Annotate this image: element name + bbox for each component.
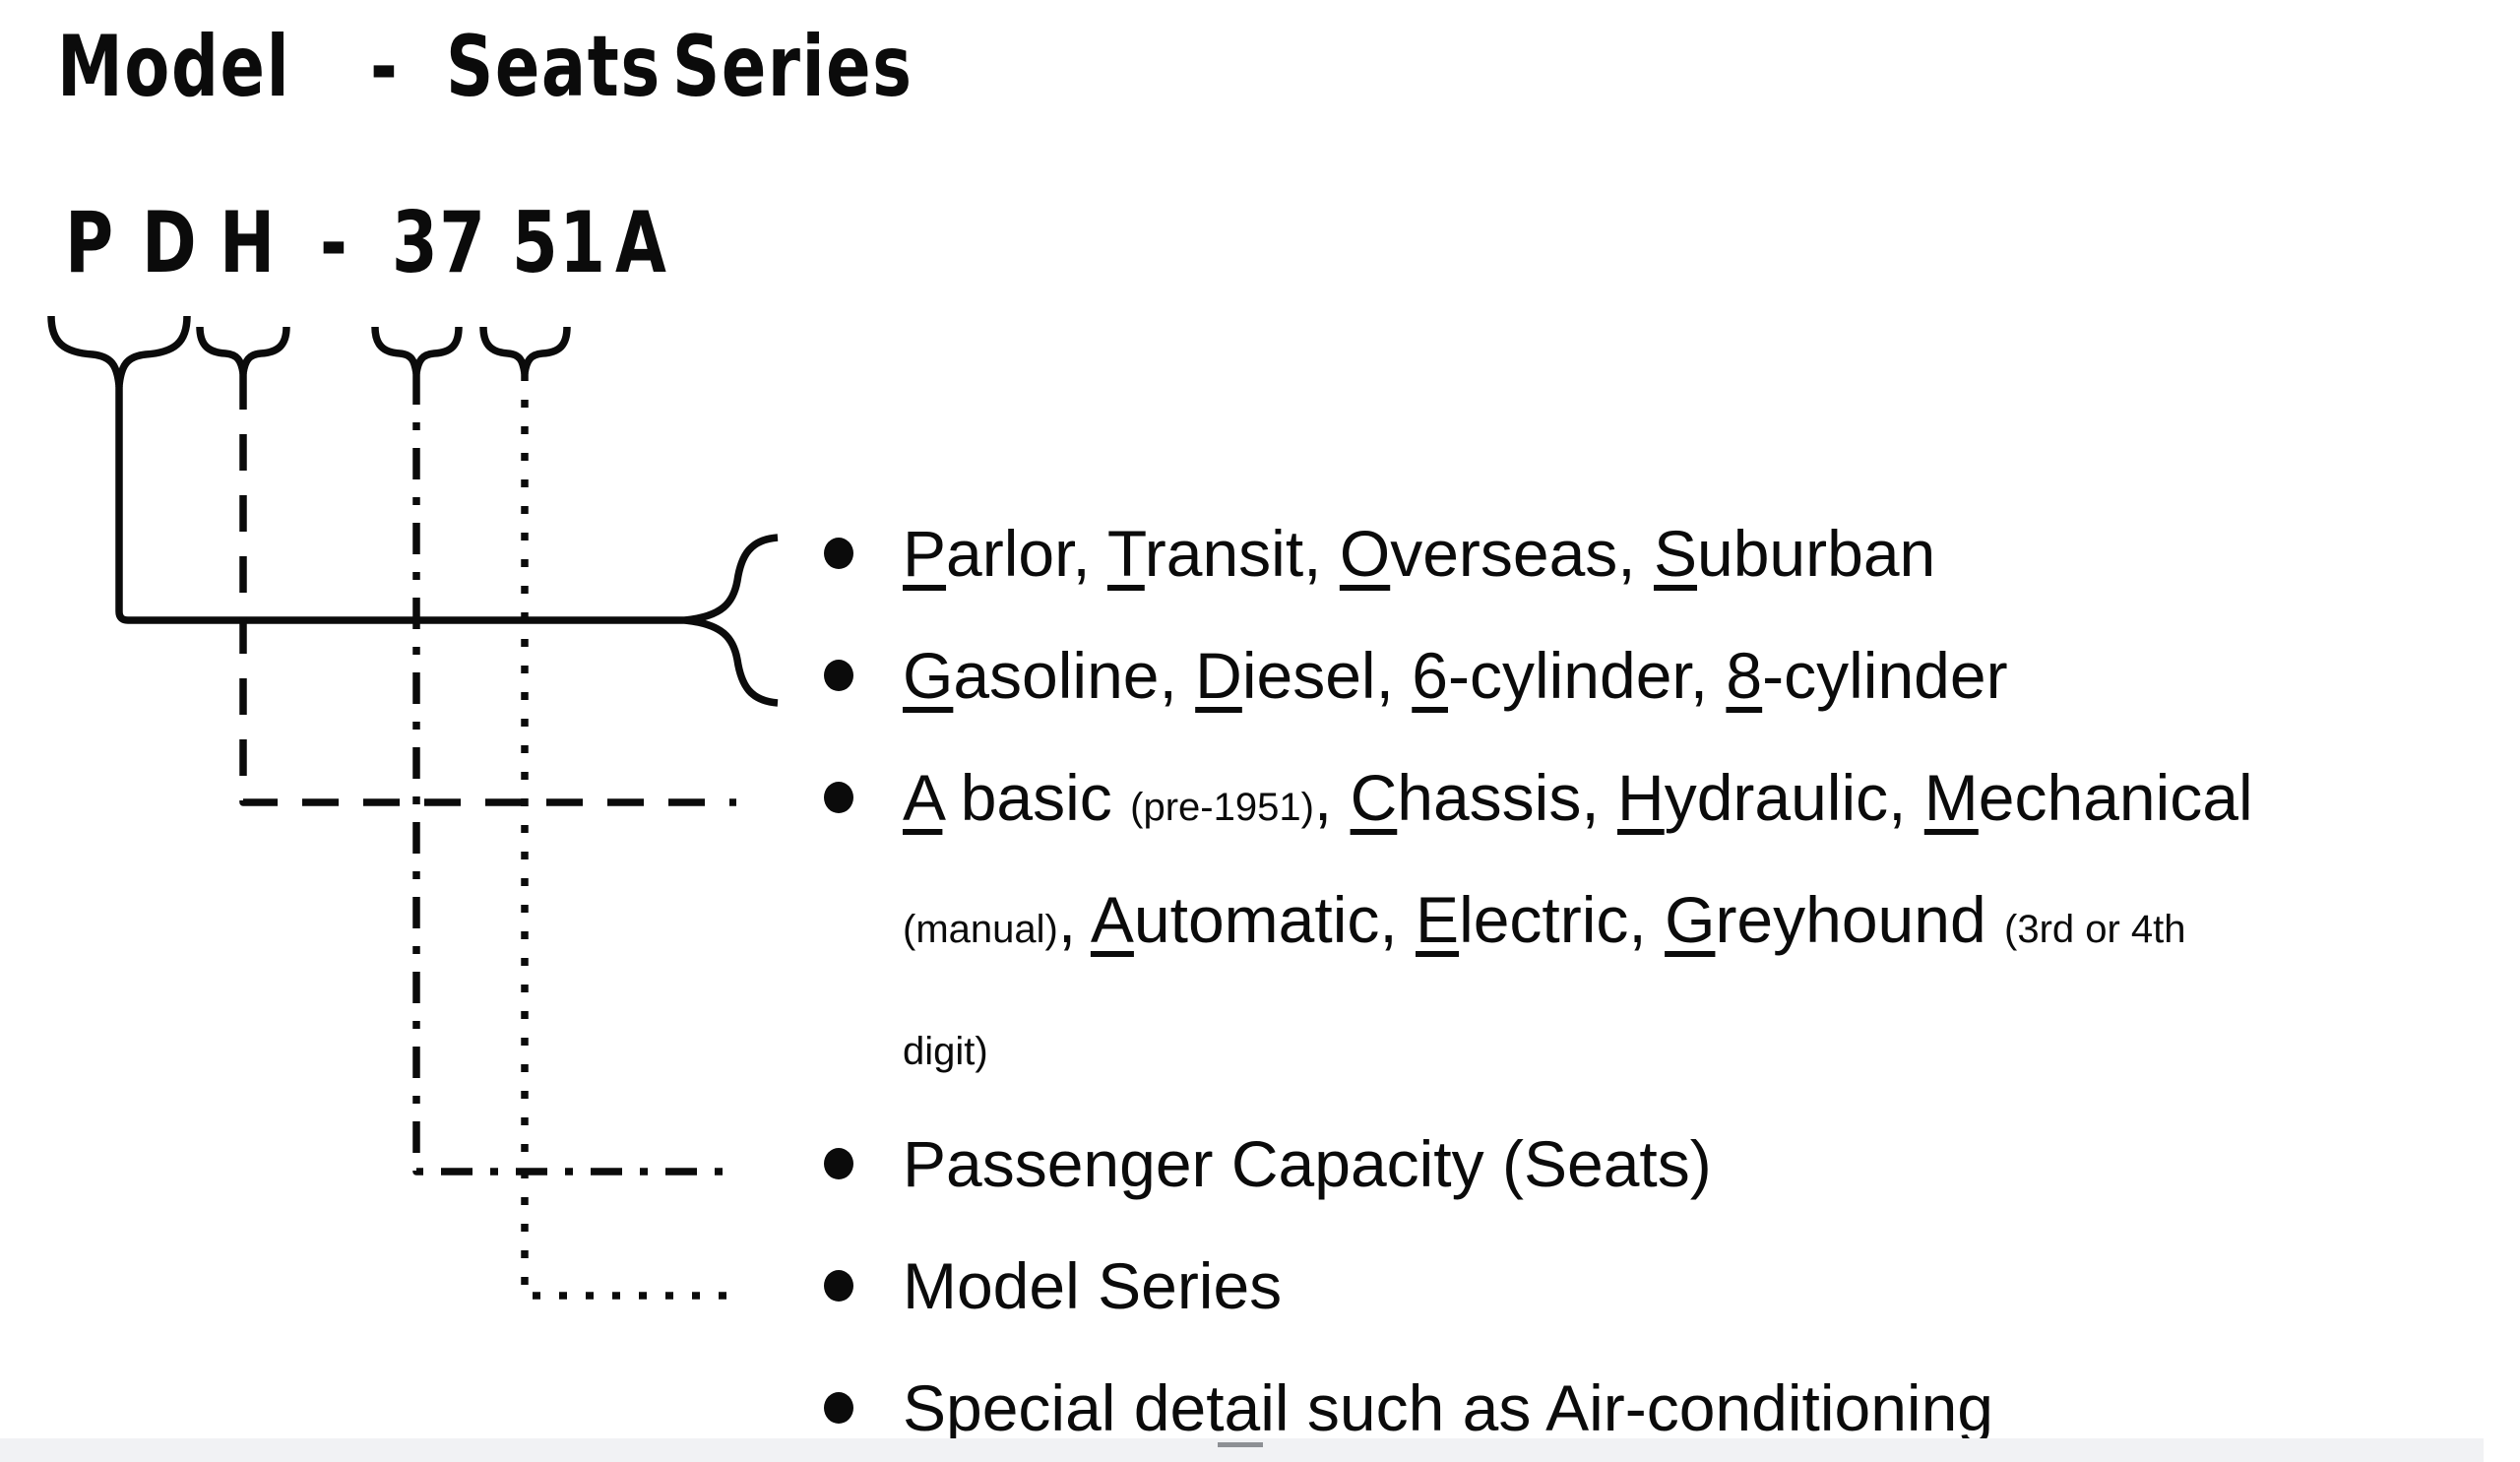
text-segment: hassis, [1397, 761, 1618, 834]
text-segment: -cylinder, [1447, 639, 1727, 712]
model-code-token-d: D [142, 194, 199, 292]
bullet-dot [824, 660, 853, 691]
model-code-token-p: P [65, 194, 115, 292]
model-code-token-h: H [220, 194, 277, 292]
underlined-letter: C [1350, 761, 1398, 834]
underlined-letter: A [1090, 883, 1134, 956]
legend-item-3-wrap-2: digit) [0, 981, 2520, 1103]
legend-item-2: Gasoline, Diesel, 6-cylinder, 8-cylinder [0, 614, 2520, 736]
text-segment: , [1313, 761, 1351, 834]
legend-item-3: A basic (pre-1951), Chassis, Hydraulic, … [0, 736, 2520, 858]
underlined-letter: G [1665, 883, 1716, 956]
right-curly-brace-bottom-arm [684, 616, 779, 707]
bottom-strip [0, 1438, 2484, 1462]
legend-item-5: Model Series [0, 1225, 2520, 1347]
bullet-dot [824, 1392, 853, 1424]
underlined-letter: D [1195, 639, 1242, 712]
brace-under-h [196, 326, 290, 377]
text-segment: arlor, [946, 517, 1107, 590]
underlined-letter: H [1617, 761, 1665, 834]
bullet-dot [824, 1270, 853, 1302]
model-code-token-dash: - [320, 194, 349, 292]
dotted-connector-line [521, 373, 736, 1300]
text-segment: lectric, [1459, 883, 1666, 956]
dashdot-connector-line [412, 373, 730, 1176]
text-segment: utomatic, [1133, 883, 1417, 956]
bullet-dot [824, 1148, 853, 1179]
text-segment: ir-conditioning [1589, 1371, 1993, 1444]
text-segment: , [1057, 883, 1091, 956]
right-curly-brace-top-arm [684, 534, 779, 624]
brace-under-51 [479, 326, 571, 377]
underlined-letter: T [1106, 517, 1145, 590]
text-segment: reyhound [1715, 883, 2004, 956]
model-code-token-series: 51 [512, 194, 607, 292]
text-segment: echanical [1978, 761, 2253, 834]
text-segment: iesel, [1241, 639, 1413, 712]
underlined-letter: G [903, 639, 954, 712]
title-model-word: Model [57, 18, 291, 116]
underlined-letter: M [1923, 761, 1979, 834]
legend-item-1: Parlor, Transit, Overseas, Suburban [0, 492, 2520, 614]
underlined-letter: P [903, 517, 947, 590]
text-segment: ransit, [1144, 517, 1340, 590]
text-segment: (pre-1951) [1130, 786, 1314, 829]
model-code-token-a: A [615, 194, 668, 292]
underlined-letter: 8 [1726, 639, 1763, 712]
partial-content-dash [1218, 1442, 1263, 1447]
bullet-dot [824, 538, 853, 569]
text-segment: ydraulic, [1664, 761, 1924, 834]
legend-item-3-wrap-1: (manual), Automatic, Electric, Greyhound… [0, 858, 2520, 981]
text-segment: basic [942, 761, 1131, 834]
underlined-letter: E [1416, 883, 1460, 956]
text-segment: asoline, [953, 639, 1196, 712]
underlined-letter: A [903, 761, 943, 834]
title-series-word: Series [672, 18, 914, 116]
text-segment: Special detail such as [903, 1371, 1546, 1444]
bullet-dot [824, 782, 853, 813]
text-segment: Model Series [903, 1249, 1283, 1322]
title-seats-word: Seats [446, 18, 662, 116]
text-segment: Passenger Capacity (Seats) [903, 1127, 1712, 1200]
brace-under-37 [371, 326, 463, 377]
text-segment: (3rd or 4th [2004, 908, 2186, 951]
text-segment: (manual) [903, 908, 1058, 951]
text-segment: uburban [1697, 517, 1936, 590]
text-segment: digit) [903, 1030, 988, 1073]
legend-item-4: Passenger Capacity (Seats) [0, 1103, 2520, 1225]
underlined-letter: 6 [1412, 639, 1448, 712]
brace-under-pd [47, 315, 191, 390]
title-separator: - [370, 18, 400, 116]
solid-connector-line [115, 386, 685, 624]
underlined-letter: S [1653, 517, 1698, 590]
model-code-token-seats: 37 [392, 194, 487, 292]
underlined-letter: A [1545, 1371, 1590, 1444]
legend-item-6: Special detail such as Air-conditioning [0, 1347, 2520, 1462]
underlined-letter: O [1339, 517, 1391, 590]
dashed-connector-line [239, 373, 736, 806]
text-segment: verseas, [1390, 517, 1654, 590]
text-segment: -cylinder [1762, 639, 2008, 712]
